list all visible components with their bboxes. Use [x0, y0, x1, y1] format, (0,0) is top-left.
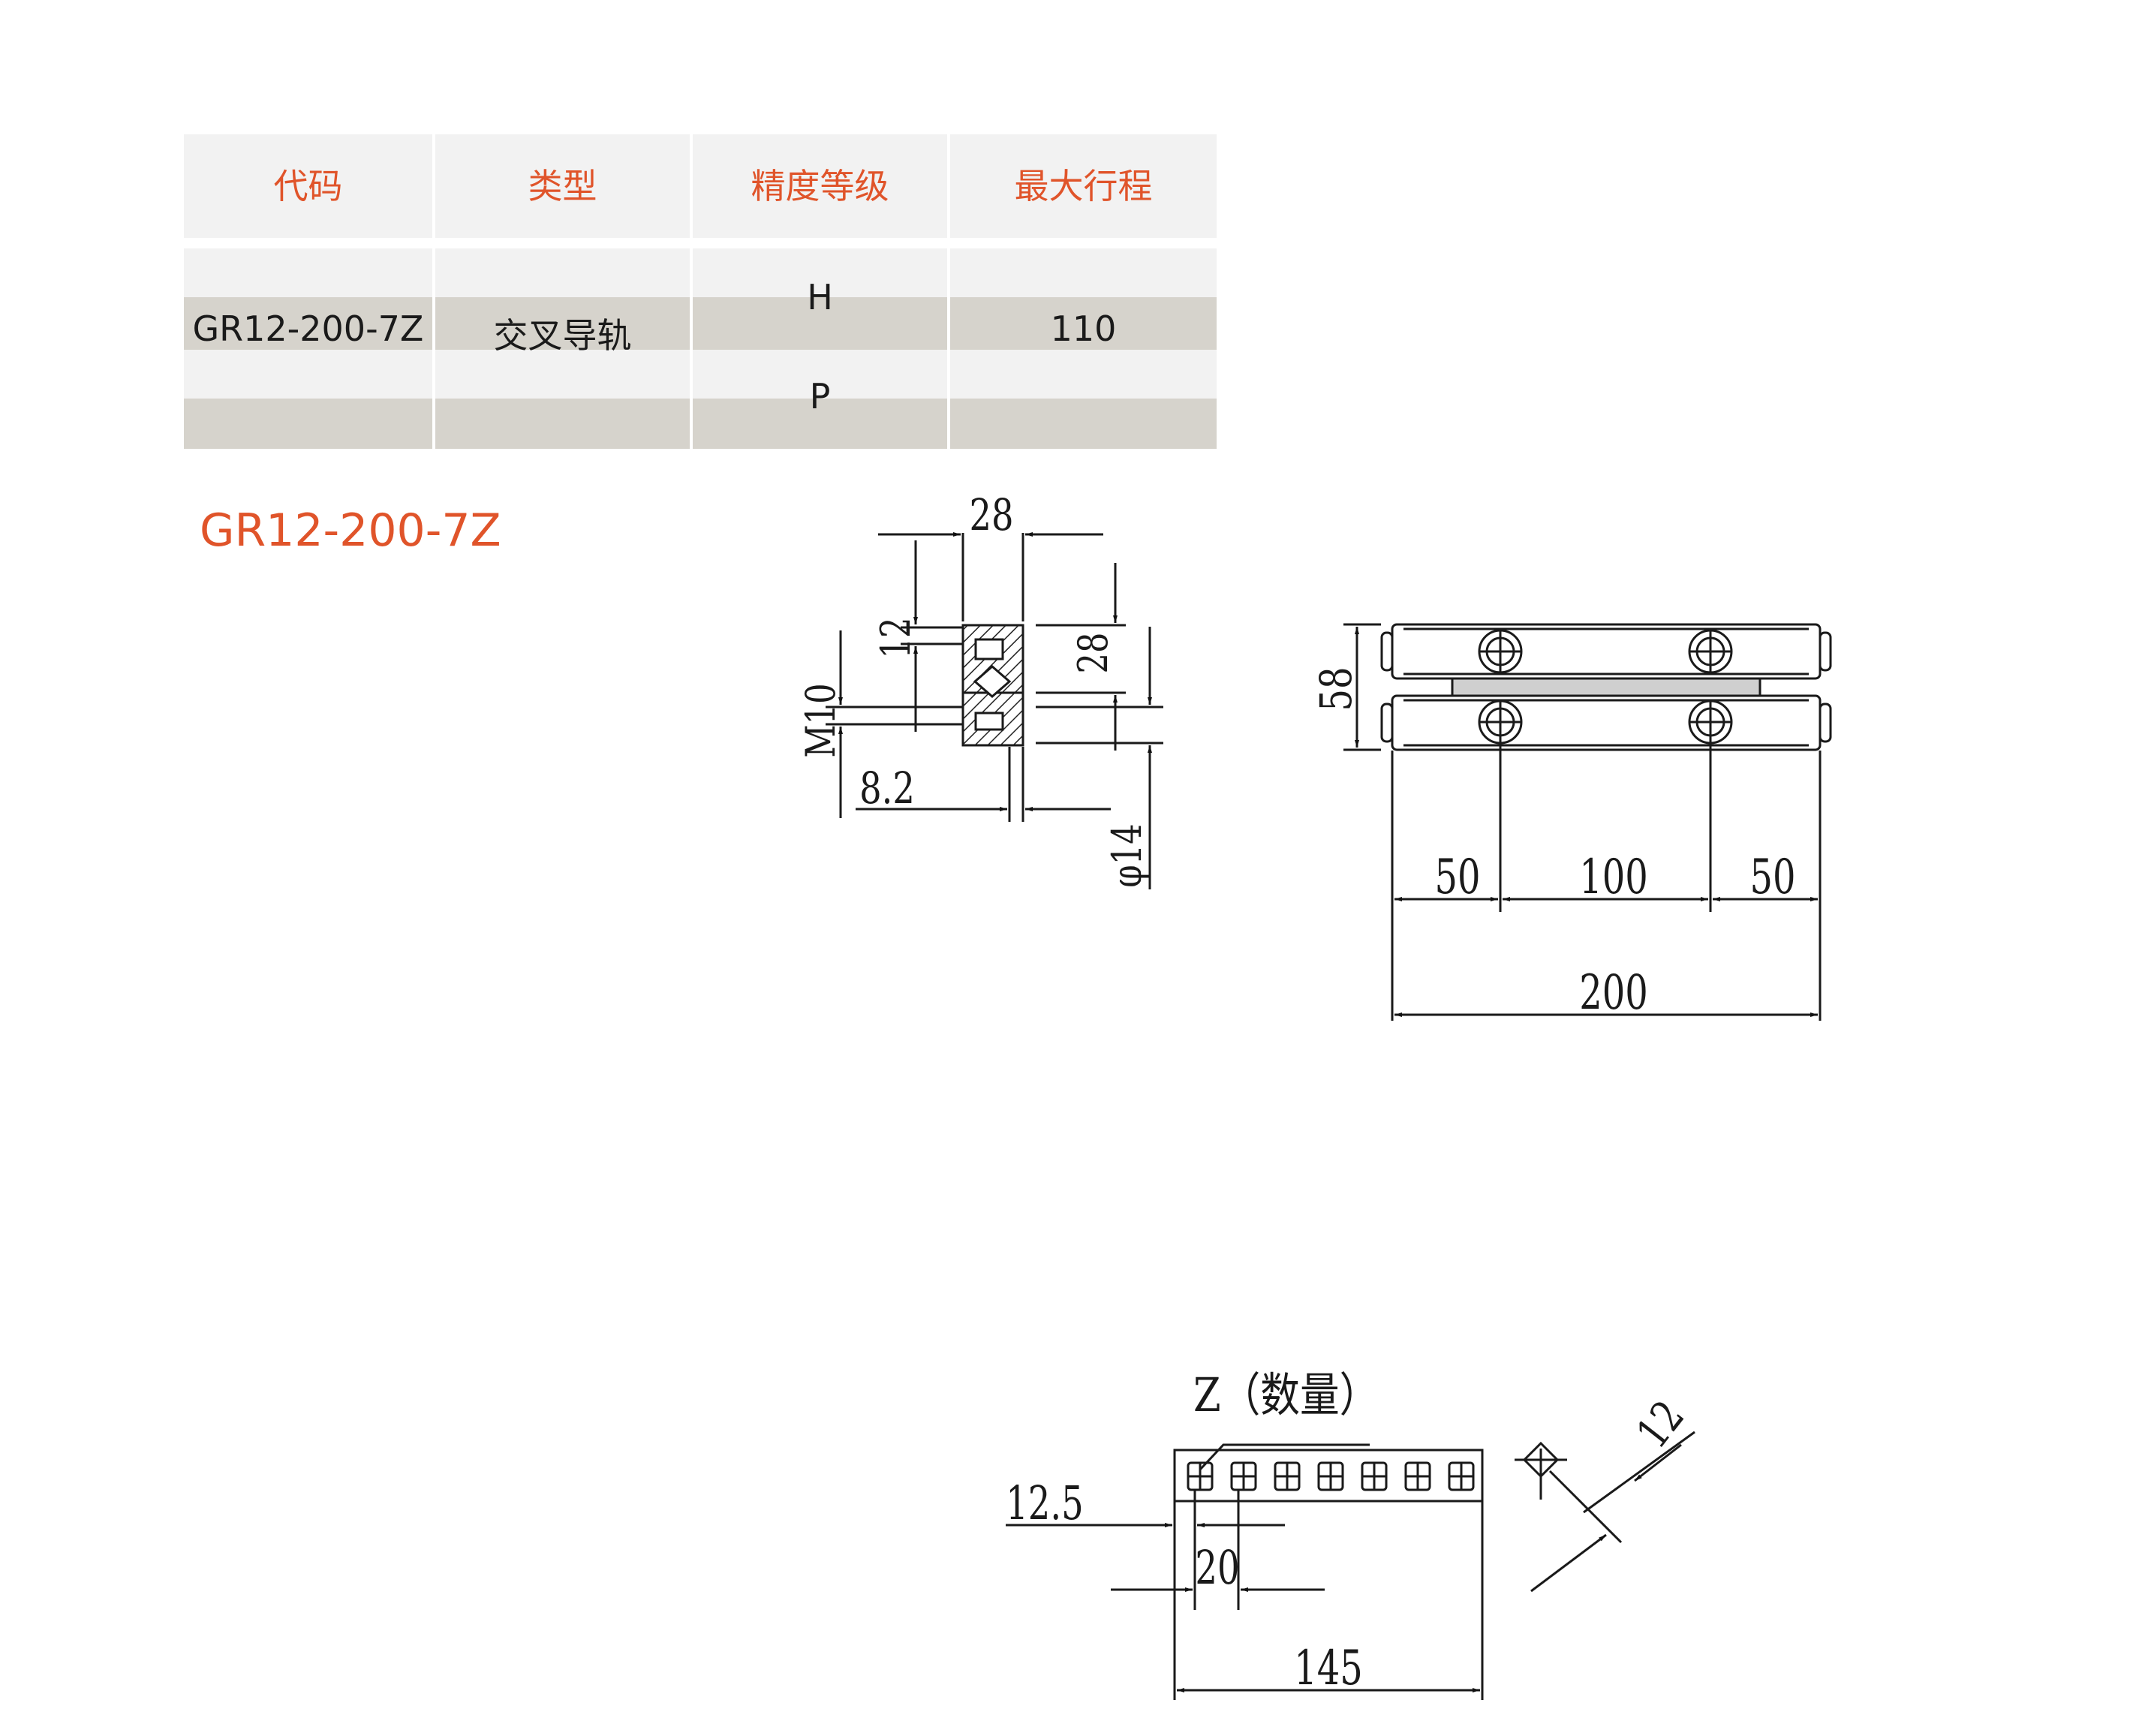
top-view [1343, 623, 1832, 1021]
header-precision-label: 精度等级 [751, 166, 889, 206]
model-title: GR12-200-7Z [200, 504, 501, 557]
cage-view [1006, 1431, 1695, 1700]
row-band-2 [184, 248, 1217, 297]
rail-lower [1391, 694, 1822, 751]
dim-rail-height: 58 [1311, 666, 1361, 711]
header-code-label: 代码 [273, 166, 343, 206]
dim-section-diameter: φ14 [1103, 823, 1151, 887]
dim-section-top-offset: 12 [872, 618, 919, 659]
dim-hole-spacing-left: 50 [1434, 849, 1480, 905]
rail-upper [1391, 623, 1822, 680]
dim-section-thread: M10 [797, 683, 844, 757]
dim-cage-first-offset: 12.5 [1006, 1476, 1084, 1530]
cell-code: GR12-200-7Z [192, 308, 424, 349]
section-view [826, 532, 1163, 889]
column-divider [947, 134, 950, 449]
header-stroke-label: 最大行程 [1014, 166, 1153, 206]
column-divider [690, 134, 693, 449]
dim-section-height: 28 [1070, 633, 1117, 674]
header-precision: 精度等级 [693, 134, 947, 238]
dim-section-width: 28 [969, 490, 1013, 540]
dim-roller-size: 12 [1627, 1392, 1694, 1458]
dim-cage-pitch: 20 [1195, 1540, 1239, 1594]
spec-table: 代码 类型 精度等级 最大行程 GR12-200-7Z 交叉导轨 H P 110 [184, 134, 1217, 449]
roller-cage-strip [1451, 677, 1761, 697]
dim-rail-length: 200 [1579, 964, 1648, 1021]
roller-diamond [973, 665, 1012, 698]
header-stroke: 最大行程 [950, 134, 1217, 238]
row-band-3 [184, 297, 1217, 350]
cell-type: 交叉导轨 [493, 315, 632, 356]
dim-cage-length: 145 [1294, 1640, 1363, 1696]
row-band-4 [184, 350, 1217, 399]
column-divider [432, 134, 435, 449]
roller-elements [1187, 1461, 1475, 1491]
row-band-5 [184, 399, 1217, 449]
dim-section-offset: 8.2 [859, 763, 915, 814]
cell-precision-h: H [807, 277, 833, 317]
dim-hole-spacing-mid: 100 [1579, 849, 1648, 905]
cell-max-stroke: 110 [1050, 308, 1117, 349]
cage-quantity-label: Z（数量） [1193, 1368, 1379, 1422]
row-band-1 [184, 238, 1217, 248]
cell-precision-p: P [809, 376, 831, 417]
cage-outline [1173, 1449, 1484, 1503]
header-type-label: 类型 [528, 166, 597, 206]
header-type: 类型 [435, 134, 690, 238]
dim-hole-spacing-right: 50 [1749, 849, 1795, 905]
header-code: 代码 [184, 134, 432, 238]
